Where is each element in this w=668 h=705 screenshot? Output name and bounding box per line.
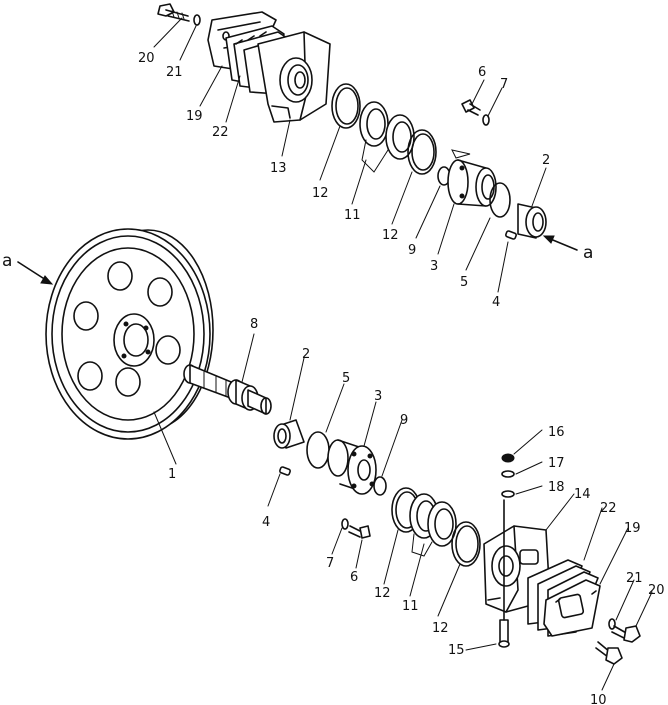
washer-7-top	[482, 114, 490, 126]
bushing-2-top	[517, 203, 547, 239]
label-part-20-top: 20	[138, 51, 155, 66]
bolt-20-bottom	[611, 625, 641, 643]
label-part-6-top: 6	[478, 65, 486, 80]
label-part-3-bottom: 3	[374, 389, 382, 404]
label-part-22-top: 22	[212, 125, 229, 140]
view-arrow-a-right	[542, 235, 578, 251]
washer-18	[501, 490, 515, 498]
label-part-9-top: 9	[408, 243, 416, 258]
label-part-21-bottom: 21	[626, 571, 643, 586]
label-part-12-d: 12	[432, 621, 449, 636]
idler-wheel-1	[45, 228, 214, 440]
label-part-19-top: 19	[186, 109, 203, 124]
label-part-15: 15	[448, 643, 465, 658]
o-ring-9-bottom	[373, 476, 387, 496]
label-part-21-top: 21	[166, 65, 183, 80]
label-part-11-bottom: 11	[402, 599, 419, 614]
view-arrow-a-left	[17, 261, 54, 285]
label-part-19-bottom: 19	[624, 521, 641, 536]
label-part-17: 17	[548, 456, 565, 471]
hub-3-bottom	[327, 439, 377, 495]
label-part-13: 13	[270, 161, 287, 176]
label-part-2-bottom: 2	[302, 347, 310, 362]
hub-3-top	[447, 149, 497, 207]
leader-lines	[17, 17, 653, 691]
part-labels: a a 20 21 19 22 13 12 11 12 9 3 5 4 6 7 …	[2, 51, 665, 705]
label-part-7-top: 7	[500, 77, 508, 92]
label-part-4-bottom: 4	[262, 515, 270, 530]
view-label-a-right: a	[583, 243, 593, 263]
label-part-14: 14	[574, 487, 591, 502]
washer-7-bottom	[341, 518, 349, 530]
bolt-10	[595, 641, 623, 665]
label-part-1: 1	[168, 467, 176, 482]
o-ring-12-top-right	[407, 129, 437, 175]
bracket-13	[257, 31, 331, 123]
bushing-2-bottom	[273, 419, 305, 449]
pin-4-top	[505, 230, 517, 240]
label-part-12-b: 12	[382, 228, 399, 243]
washer-21-top	[193, 14, 201, 26]
view-label-a-left: a	[2, 251, 12, 271]
label-part-16: 16	[548, 425, 565, 440]
plate-19-bottom	[543, 579, 601, 637]
label-part-12-c: 12	[374, 586, 391, 601]
seal-11-bottom	[409, 493, 457, 557]
label-part-20-bottom: 20	[648, 583, 665, 598]
seal-11-top	[359, 101, 415, 173]
label-part-9-bottom: 9	[400, 413, 408, 428]
nut-16	[501, 453, 515, 463]
label-part-8: 8	[250, 317, 258, 332]
label-part-10: 10	[590, 693, 607, 705]
bolt-6-bottom	[348, 525, 371, 539]
label-part-6-bottom: 6	[350, 570, 358, 585]
label-part-5-top: 5	[460, 275, 468, 290]
label-part-18: 18	[548, 480, 565, 495]
label-part-22-bottom: 22	[600, 501, 617, 516]
washer-21-bottom	[608, 618, 616, 630]
o-ring-5-bottom	[306, 431, 330, 469]
shaft-8	[183, 364, 272, 415]
label-part-2-top: 2	[542, 153, 550, 168]
label-part-12-a: 12	[312, 186, 329, 201]
bolt-20-top	[157, 3, 190, 22]
washer-17	[501, 470, 515, 478]
label-part-7-bottom: 7	[326, 556, 334, 571]
bolt-6-top	[461, 99, 481, 116]
o-ring-5-top	[489, 182, 511, 218]
pin-4-bottom	[279, 466, 291, 476]
label-part-3-top: 3	[430, 259, 438, 274]
label-part-5-bottom: 5	[342, 371, 350, 386]
o-ring-12-bottom-right	[451, 521, 481, 567]
o-ring-12-top-left	[331, 83, 361, 129]
label-part-4-top: 4	[492, 295, 500, 310]
stud-15	[498, 499, 510, 648]
label-part-11-top: 11	[344, 208, 361, 223]
